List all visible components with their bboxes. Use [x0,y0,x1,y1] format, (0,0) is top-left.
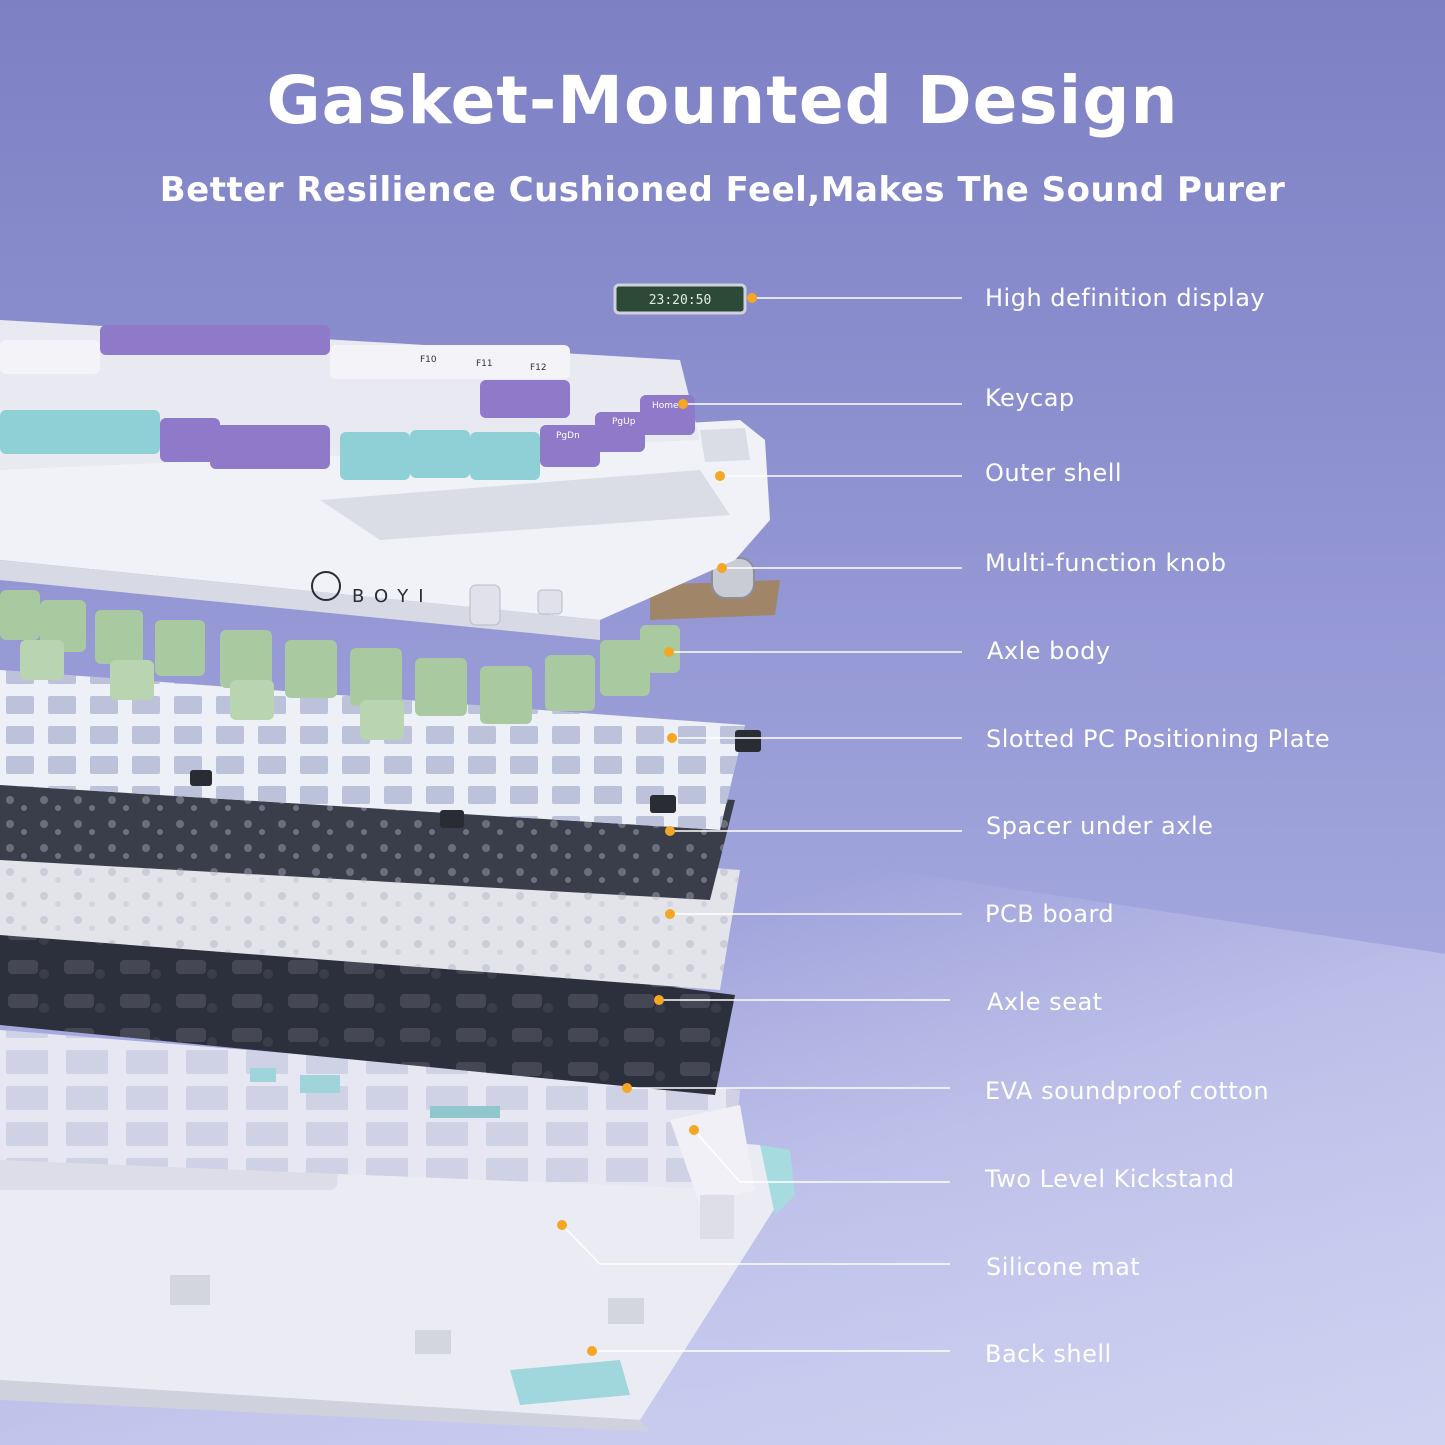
page-title: Gasket-Mounted Design [266,62,1179,139]
callout-axle-body: Axle body [987,637,1111,665]
callout-keycap: Keycap [985,384,1075,412]
outer-shell [0,420,770,640]
callout-silicone-mat: Silicone mat [986,1253,1141,1281]
display-time: 23:20:50 [649,293,712,308]
callout-dots [557,293,757,1356]
switches [0,590,680,740]
silicone-mat [0,1030,740,1190]
callout-hd-display: High definition display [985,284,1266,312]
pc-positioning-plate [0,670,761,830]
callout-axle-seat: Axle seat [987,988,1103,1016]
callout-pcb: PCB board [985,900,1115,928]
page-subtitle: Better Resilience Cushioned Feel,Makes T… [159,170,1286,210]
legend-pgdn: PgDn [556,431,580,441]
legend-pgup: PgUp [612,417,636,427]
brand-logo-text: BOYI [352,586,434,607]
legend-f11: F11 [476,359,493,369]
callout-kickstand: Two Level Kickstand [985,1165,1235,1193]
legend-f10: F10 [420,355,437,365]
callout-pc-plate: Slotted PC Positioning Plate [986,725,1331,753]
legend-home: Home [652,401,679,411]
legend-f12: F12 [530,363,547,373]
keycaps [0,320,700,480]
brand-logo [311,571,341,601]
callout-spacer: Spacer under axle [986,812,1214,840]
callout-outer-shell: Outer shell [985,459,1123,487]
leader-lines [561,297,962,1352]
keycap-legends: Home PgUp PgDn F10 F11 F12 [420,355,679,441]
callout-eva: EVA soundproof cotton [985,1077,1270,1105]
callout-back-shell: Back shell [985,1340,1112,1368]
hd-display [613,283,747,315]
callout-knob: Multi-function knob [985,549,1227,577]
